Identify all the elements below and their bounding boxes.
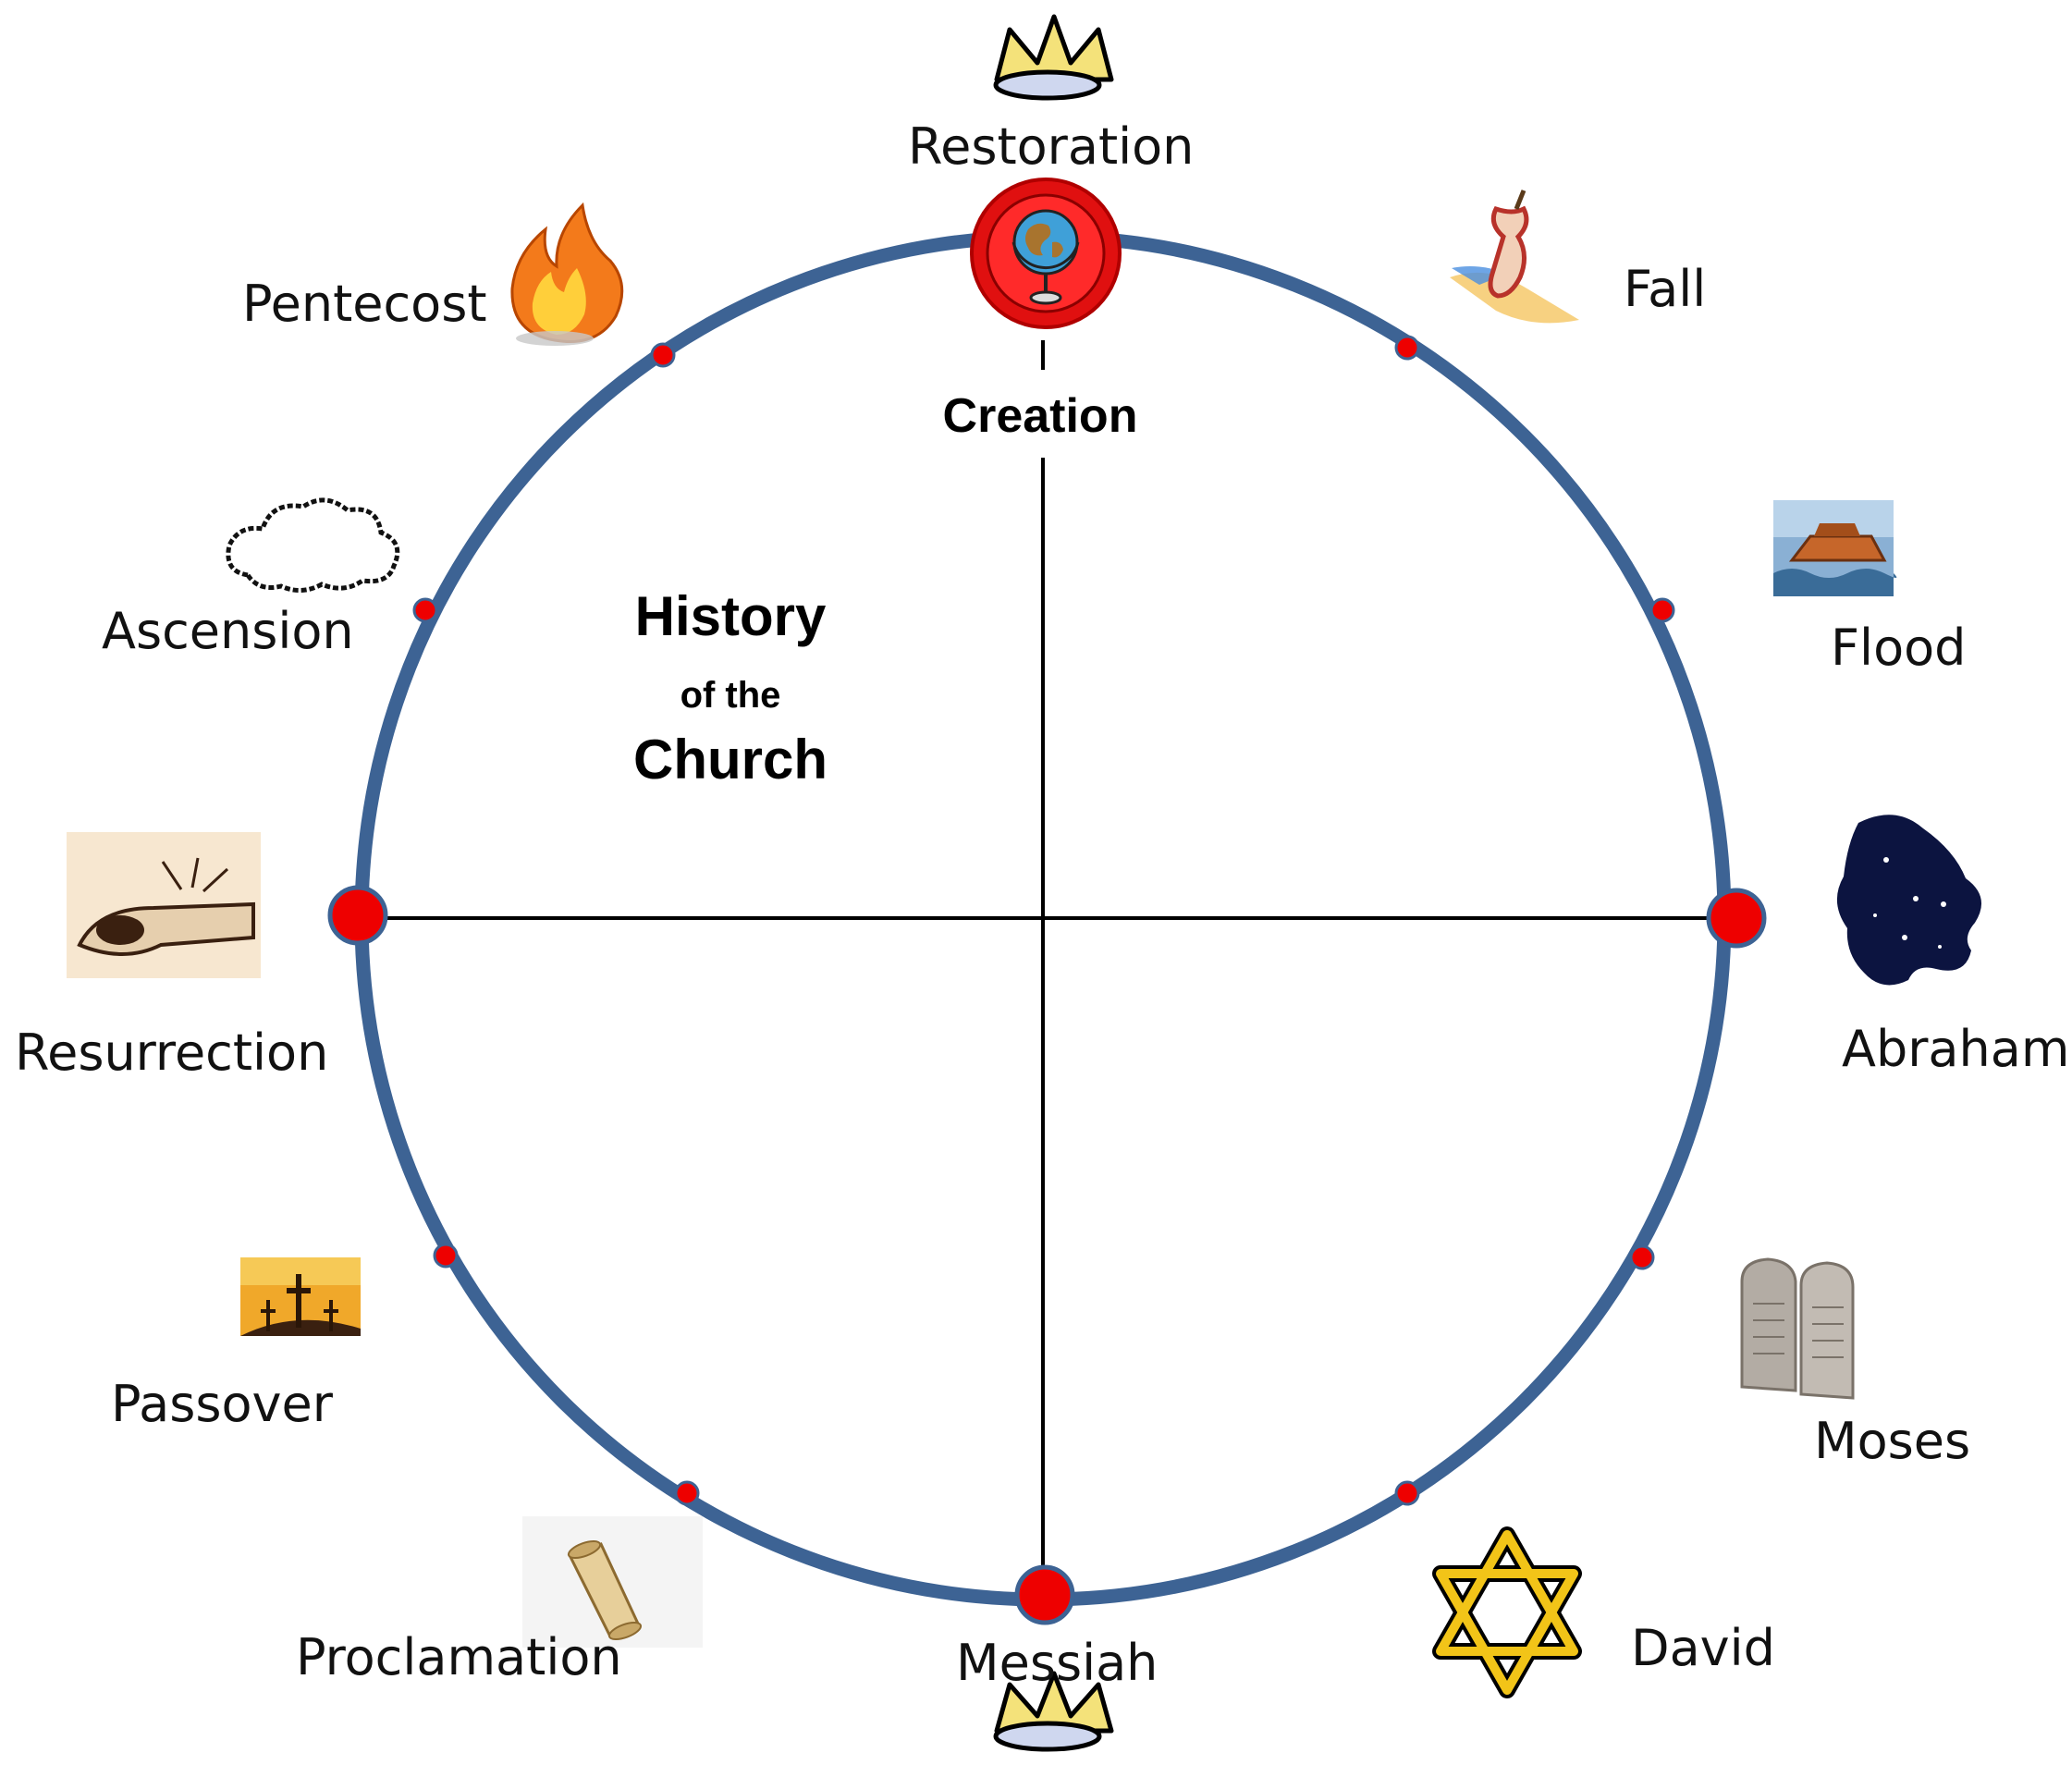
dot-pentecost — [650, 342, 676, 368]
dot-moses — [1629, 1244, 1655, 1270]
center-title-history: History — [634, 585, 827, 647]
label-ascension: Ascension — [102, 602, 354, 660]
label-fall: Fall — [1624, 260, 1707, 318]
dot-proclamation — [674, 1480, 700, 1506]
crown-icon — [993, 14, 1114, 101]
label-david: David — [1631, 1619, 1775, 1677]
cloud-icon — [226, 497, 400, 593]
stone-tablets-icon — [1740, 1257, 1855, 1400]
apple-core-icon — [1450, 190, 1579, 324]
label-abraham: Abraham — [1842, 1020, 2070, 1078]
label-proclamation: Proclamation — [296, 1628, 622, 1686]
label-resurrection: Resurrection — [15, 1023, 329, 1082]
label-pentecost: Pentecost — [242, 275, 487, 333]
flame-icon — [510, 202, 624, 346]
label-restoration: Restoration — [908, 117, 1195, 176]
dot-messiah — [1014, 1564, 1075, 1625]
globe-icon — [970, 178, 1122, 329]
label-flood: Flood — [1831, 619, 1967, 677]
label-messiah: Messiah — [956, 1634, 1159, 1692]
dot-ascension — [412, 597, 438, 623]
label-creation: Creation — [942, 389, 1138, 443]
crown-icon — [993, 1671, 1114, 1752]
dot-resurrection — [327, 885, 388, 946]
center-title-of-the: of the — [680, 675, 781, 716]
star-of-david-icon — [1432, 1526, 1582, 1698]
dot-fall — [1394, 335, 1420, 361]
scroll-icon — [522, 1516, 703, 1648]
dot-abraham — [1706, 888, 1767, 949]
crosses-icon — [240, 1257, 361, 1336]
dot-passover — [433, 1243, 459, 1269]
dot-david — [1394, 1480, 1420, 1506]
center-title-church: Church — [633, 729, 828, 791]
starry-sky-icon — [1836, 815, 1982, 986]
label-passover: Passover — [111, 1375, 333, 1433]
dot-flood — [1649, 597, 1675, 623]
empty-tomb-icon — [67, 832, 261, 978]
label-moses: Moses — [1814, 1412, 1971, 1470]
ark-icon — [1773, 500, 1897, 596]
